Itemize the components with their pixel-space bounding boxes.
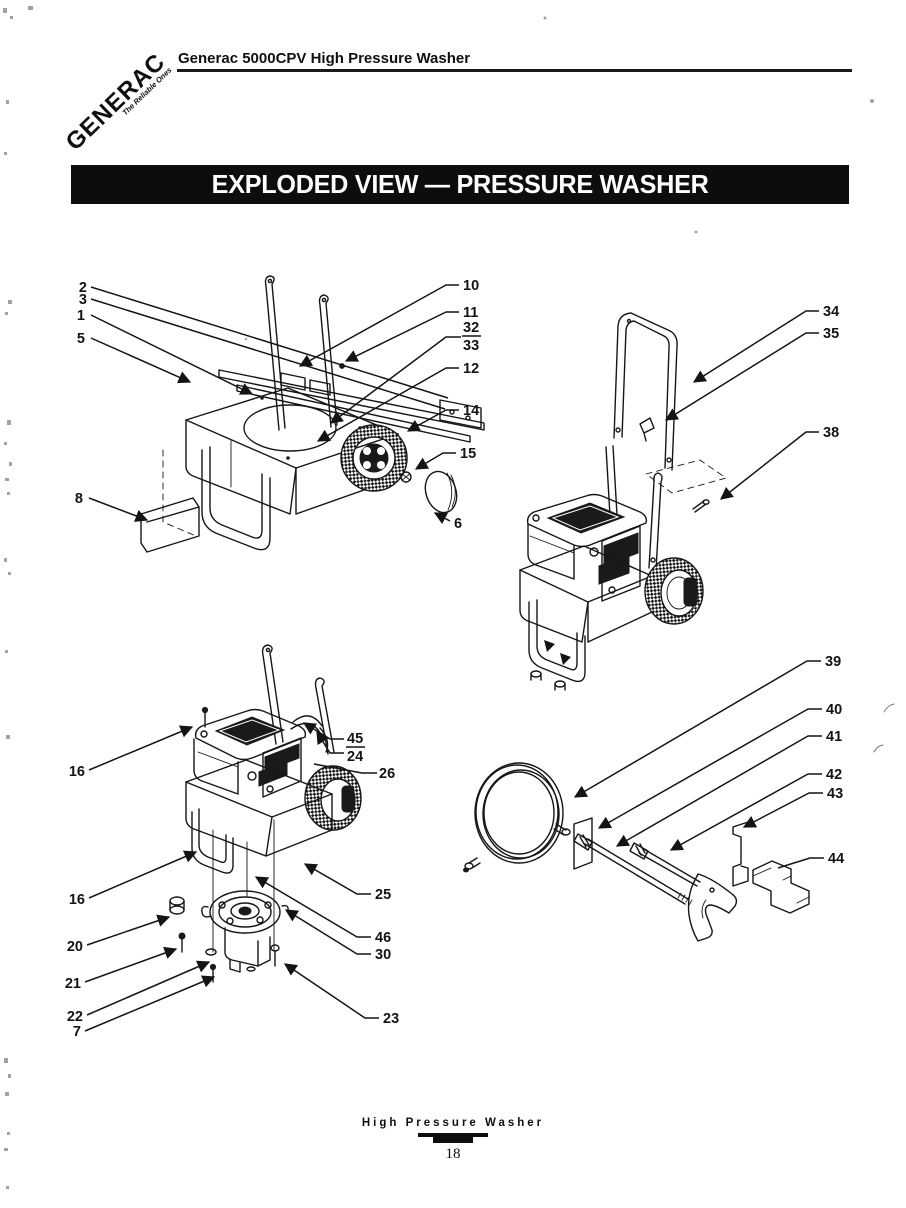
callout-16: 16 <box>69 764 85 780</box>
footer-rule-thick <box>433 1137 473 1143</box>
callout-8: 8 <box>75 491 83 507</box>
spray-gun <box>687 873 738 942</box>
gun-lance <box>629 842 701 887</box>
callout-39: 39 <box>825 654 841 670</box>
handle-strut <box>605 445 663 571</box>
callout-15: 15 <box>460 446 476 462</box>
callout-20: 20 <box>67 939 83 955</box>
engine <box>193 708 307 798</box>
page-footer: High Pressure Washer 18 <box>0 1117 906 1163</box>
callout-23: 23 <box>383 1011 399 1027</box>
callout-21: 21 <box>65 976 81 992</box>
spray-wand <box>573 833 693 906</box>
callout-1: 1 <box>77 308 85 324</box>
callout-6: 6 <box>454 516 462 532</box>
callout-25: 25 <box>375 887 391 903</box>
page-number: 18 <box>445 1146 461 1162</box>
handle-strut <box>261 644 335 755</box>
screw <box>270 944 280 967</box>
wheel <box>340 424 408 492</box>
callout-14: 14 <box>463 403 479 419</box>
callout-5: 5 <box>77 331 85 347</box>
callout-22: 22 <box>67 1009 83 1025</box>
callout-26: 26 <box>379 766 395 782</box>
section-banner: EXPLODED VIEW — PRESSURE WASHER <box>71 165 849 204</box>
frame-assembly-diagram: 2 3 1 5 8 10 11 32 33 12 14 15 6 <box>75 275 485 553</box>
callout-2: 2 <box>79 280 87 296</box>
callout-16b: 16 <box>69 892 85 908</box>
cart-base <box>185 759 333 857</box>
bolt <box>692 499 710 513</box>
construction-line <box>162 449 197 537</box>
callout-11: 11 <box>463 305 478 321</box>
callout-30: 30 <box>375 947 391 963</box>
support-plate <box>140 497 200 553</box>
gun-holder-bracket <box>732 821 749 887</box>
callout-41: 41 <box>826 729 842 745</box>
page-title: Generac 5000CPV High Pressure Washer <box>178 50 471 67</box>
callout-10: 10 <box>463 278 479 294</box>
scan-noise <box>3 6 895 1189</box>
hubcap <box>424 470 458 514</box>
leader-lines <box>84 722 379 1032</box>
clamp-part <box>639 417 655 442</box>
footer-label: High Pressure Washer <box>361 1117 545 1129</box>
bolt-axis-lines <box>212 819 275 953</box>
cart-assembly-diagram: 34 35 38 <box>519 304 839 691</box>
leader-lines <box>573 660 824 869</box>
callout-33: 33 <box>463 338 479 354</box>
washer-and-screw <box>205 948 217 983</box>
section-banner-title: EXPLODED VIEW — PRESSURE WASHER <box>211 169 709 199</box>
accessories-diagram: 39 40 41 42 43 44 <box>463 654 844 942</box>
callout-32: 32 <box>463 320 479 336</box>
wheel <box>644 557 704 625</box>
leader-lines <box>88 284 461 525</box>
cart-handle <box>613 312 678 471</box>
callout-42: 42 <box>826 767 842 783</box>
handle-strut <box>264 275 338 431</box>
engine-pump-assembly-diagram: 16 16 20 21 22 7 45 24 26 25 46 30 23 <box>65 644 399 1040</box>
handle-cross-bar <box>218 363 485 443</box>
axle-bolt <box>400 471 412 483</box>
callout-24: 24 <box>347 749 363 765</box>
callout-12: 12 <box>463 361 479 377</box>
hose-hook-bracket <box>752 860 810 914</box>
callout-38: 38 <box>823 425 839 441</box>
frame-foot-loop <box>528 599 586 691</box>
spacer-bushing <box>169 896 185 915</box>
callout-34: 34 <box>823 304 839 320</box>
callout-45: 45 <box>347 731 363 747</box>
callout-40: 40 <box>826 702 842 718</box>
construction-line <box>645 459 727 494</box>
callout-46: 46 <box>375 930 391 946</box>
leader-lines <box>664 310 819 500</box>
callout-43: 43 <box>827 786 843 802</box>
hose-coil <box>463 762 571 873</box>
mount-plate <box>573 817 593 870</box>
callout-3: 3 <box>79 292 87 308</box>
callout-7: 7 <box>73 1024 81 1040</box>
wheel <box>304 765 362 831</box>
frame-foot-loop <box>201 446 271 551</box>
callout-44: 44 <box>828 851 844 867</box>
screw <box>178 932 186 953</box>
header-rule <box>177 69 852 72</box>
cart-base <box>519 545 653 643</box>
footer-rule-thin <box>418 1133 488 1137</box>
callout-35: 35 <box>823 326 839 342</box>
